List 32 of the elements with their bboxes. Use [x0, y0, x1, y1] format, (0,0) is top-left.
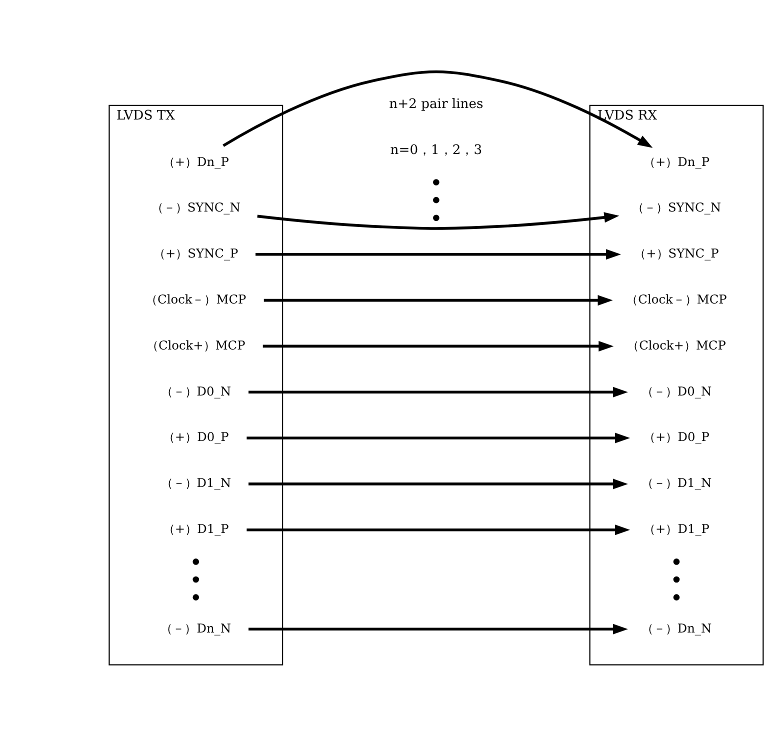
node-text: （－）D1_N [641, 476, 712, 490]
node-text: （－）Dn_N [160, 621, 232, 636]
node-text: （－）Dn_N [641, 621, 712, 636]
node-text: （－）D0_N [160, 384, 231, 398]
arrow [248, 478, 628, 490]
arrow [246, 432, 630, 444]
arrow [256, 249, 622, 260]
node-text: （+）D1_P [162, 522, 229, 536]
node-text: （+）SYNC_P [154, 246, 238, 261]
arrow [257, 212, 620, 230]
node-text: （－）D1_N [160, 476, 231, 490]
label: n+2 pair lines [389, 96, 484, 112]
node-text: （+）D0_P [644, 430, 710, 444]
node-text: （－）SYNC_N [151, 200, 240, 215]
arrow [262, 340, 614, 352]
node-text: （Clock－）MCP [146, 292, 246, 306]
node-text: （Clock+）MCP [627, 338, 726, 352]
node-text: （Clock+）MCP [146, 338, 246, 352]
node-text: （－）D0_N [641, 384, 712, 398]
node-text: （Clock－）MCP [626, 292, 727, 306]
node-text: （－）SYNC_N [632, 200, 722, 215]
node-text: （+）D1_P [644, 522, 710, 536]
arrow [222, 70, 653, 148]
arrow [248, 386, 628, 398]
arrow [264, 295, 613, 306]
node-text: （+）D0_P [162, 430, 229, 444]
node-text: （+）Dn_P [643, 154, 710, 169]
label: n=0，1，2，3 [390, 142, 482, 158]
arrow [246, 524, 630, 536]
node-text: （+）SYNC_P [634, 246, 719, 261]
arrow [248, 624, 628, 634]
node-text: （+）Dn_P [162, 154, 229, 169]
